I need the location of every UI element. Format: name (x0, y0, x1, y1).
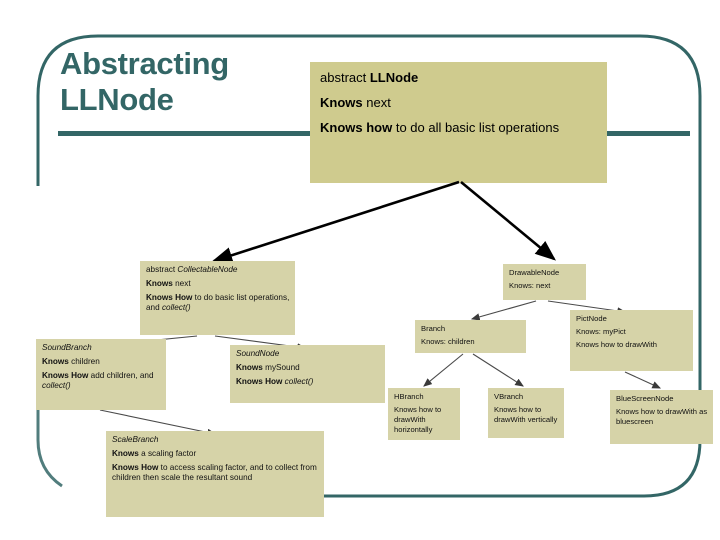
node-pict-node-header: PictNode (576, 314, 607, 323)
node-scale-branch-line-1: Knows a scaling factor (112, 449, 319, 460)
node-v-branch: VBranch Knows how to drawWith vertically (488, 388, 564, 438)
node-scale-branch-knowshow-label: Knows How (112, 462, 159, 472)
node-collectable-line-2: Knows How to do basic list operations, a… (146, 293, 290, 315)
node-drawable-node-line-1: Knows: next (509, 281, 551, 291)
node-sound-branch-collect-label: collect() (42, 381, 71, 391)
node-collectable-node-header: abstract CollectableNode (146, 265, 290, 276)
node-scale-branch-factor-label: a scaling factor (138, 448, 197, 458)
node-branch-line-1: Knows: children (421, 337, 475, 347)
node-h-branch-line-1: Knows how to drawWith horizontally (394, 405, 442, 435)
node-sound-node: SoundNode Knows mySound Knows How collec… (230, 345, 385, 403)
node-bluescreen-node: BlueScreenNode Knows how to drawWith as … (610, 390, 713, 444)
node-v-branch-line-1: Knows how to drawWith vertically (494, 405, 558, 425)
node-sound-node-knowshow-label: Knows How (236, 376, 283, 386)
headline-knows-label: Knows (320, 94, 363, 110)
node-sound-node-collect-label: collect() (282, 376, 314, 386)
node-bluescreen-node-line-1: Knows how to drawWith as bluescreen (616, 407, 708, 427)
headline-line-abstract-llnode: abstract LLNode (320, 70, 597, 86)
node-sound-node-line-1: Knows mySound (236, 363, 380, 374)
node-collectable-ops-label: to do basic list operations, and (146, 292, 290, 313)
headline-line-knows-how: Knows how to do all basic list operation… (320, 119, 597, 136)
node-sound-node-knows-label: Knows (236, 362, 263, 372)
headline-next-label: next (362, 94, 391, 110)
node-scale-branch-line-2: Knows How to access scaling factor, and … (112, 463, 319, 485)
node-collectable-knowshow-label: Knows How (146, 292, 193, 302)
node-sound-branch-knows-label: Knows (42, 356, 69, 366)
node-scale-branch-header: ScaleBranch (112, 435, 159, 444)
node-pict-node-line-2: Knows how to drawWith (576, 340, 658, 350)
headline-line-knows-next: Knows next (320, 94, 597, 111)
node-sound-node-mysound-label: mySound (262, 362, 300, 372)
node-pict-node: PictNode Knows: myPict Knows how to draw… (570, 310, 693, 371)
headline-operations-label: to do all basic list operations (392, 119, 560, 135)
node-sound-branch-children-label: children (68, 356, 100, 366)
node-sound-branch-header: SoundBranch (42, 343, 92, 352)
node-sound-node-header: SoundNode (236, 349, 280, 358)
node-scale-branch-knows-label: Knows (112, 448, 139, 458)
node-drawable-node-header: DrawableNode (509, 268, 560, 277)
node-bluescreen-node-header: BlueScreenNode (616, 394, 674, 403)
headline-abstract-label: abstract (320, 70, 370, 85)
node-pict-node-line-1: Knows: myPict (576, 327, 626, 337)
node-collectable-name-label: CollectableNode (177, 265, 238, 274)
node-branch-header: Branch (421, 324, 446, 333)
node-h-branch: HBranch Knows how to drawWith horizontal… (388, 388, 460, 440)
node-sound-branch-line-1: Knows children (42, 357, 161, 368)
node-sound-branch-add-label: add children, and (88, 370, 154, 380)
node-collectable-abstract-label: abstract (146, 265, 178, 274)
node-drawable-node: DrawableNode Knows: next (503, 264, 586, 300)
page-title: Abstracting LLNode (60, 46, 229, 117)
headline-box-llnode: abstract LLNode Knows next Knows how to … (310, 62, 607, 183)
node-branch: Branch Knows: children (415, 320, 526, 353)
node-sound-branch-knowshow-label: Knows How (42, 370, 89, 380)
node-sound-branch: SoundBranch Knows children Knows How add… (36, 339, 166, 410)
node-collectable-node: abstract CollectableNode Knows next Know… (140, 261, 295, 335)
node-h-branch-header: HBranch (394, 392, 424, 401)
node-scale-branch: ScaleBranch Knows a scaling factor Knows… (106, 431, 324, 517)
node-sound-branch-line-2: Knows How add children, and collect() (42, 371, 161, 393)
node-collectable-collect-label: collect() (161, 303, 191, 313)
node-scale-branch-desc-label: to access scaling factor, and to collect… (112, 462, 317, 483)
node-collectable-next-label: next (172, 278, 191, 288)
headline-llnode-label: LLNode (369, 70, 419, 85)
node-collectable-knows-label: Knows (146, 278, 173, 288)
headline-knows-how-label: Knows how (320, 119, 393, 135)
node-sound-node-line-2: Knows How collect() (236, 377, 380, 388)
node-collectable-line-1: Knows next (146, 279, 290, 290)
node-v-branch-header: VBranch (494, 392, 524, 401)
